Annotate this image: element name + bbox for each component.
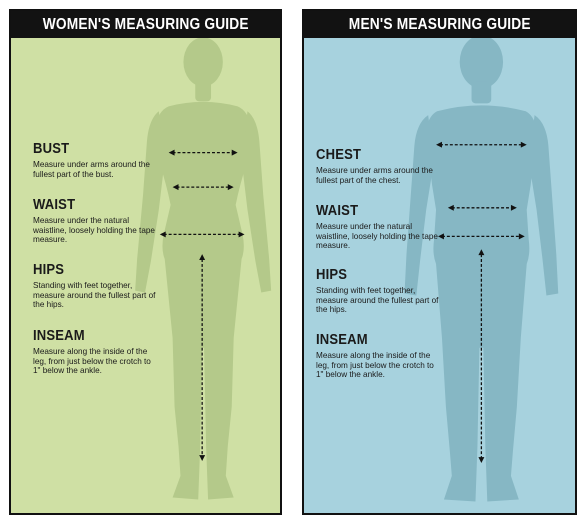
waist-instruction: Measure under the natural waistline, loo… [33,216,155,245]
inseam-heading: INSEAM [33,328,85,344]
waist-heading: WAIST [33,197,76,213]
men-inseam-instruction: Measure along the inside of the leg, fro… [316,351,434,380]
chest-heading: CHEST [316,147,362,163]
men-inseam-section: INSEAM Measure along the inside of the l… [316,333,441,380]
womens-guide-panel: WOMEN'S MEASURING GUIDE BUST Measure und… [9,9,282,515]
men-hips-section: HIPS Standing with feet together, measur… [316,268,441,315]
hips-heading: HIPS [33,262,65,278]
men-waist-section: WAIST Measure under the natural waistlin… [316,204,441,251]
womens-guide-title: WOMEN'S MEASURING GUIDE [11,11,280,38]
men-hips-heading: HIPS [316,267,348,283]
women-hips-section: HIPS Standing with feet together, measur… [33,263,158,310]
mens-guide-title: MEN'S MEASURING GUIDE [304,11,575,38]
women-waist-section: WAIST Measure under the natural waistlin… [33,198,158,245]
inseam-instruction: Measure along the inside of the leg, fro… [33,347,151,376]
chest-instruction: Measure under arms around the fullest pa… [316,166,433,185]
men-waist-instruction: Measure under the natural waistline, loo… [316,222,438,251]
men-body-silhouette [404,35,559,502]
hips-instruction: Standing with feet together, measure aro… [33,281,156,310]
bust-instruction: Measure under arms around the fullest pa… [33,160,150,179]
men-waist-heading: WAIST [316,203,359,219]
men-hips-instruction: Standing with feet together, measure aro… [316,286,439,315]
mens-guide-panel: MEN'S MEASURING GUIDE CHEST Measure unde… [302,9,577,515]
women-bust-section: BUST Measure under arms around the fulle… [33,142,158,179]
bust-heading: BUST [33,141,70,157]
men-inseam-heading: INSEAM [316,332,368,348]
women-inseam-section: INSEAM Measure along the inside of the l… [33,329,158,376]
men-chest-section: CHEST Measure under arms around the full… [316,148,441,185]
